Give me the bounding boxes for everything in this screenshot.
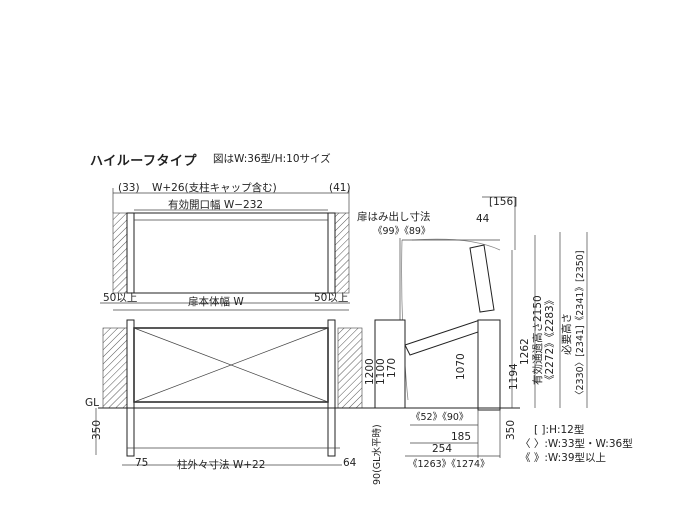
side-h-254: 254: [432, 443, 452, 455]
plan-overall-label: W+26(支柱キャップ含む): [152, 181, 277, 194]
elevation-view: GL 350 75 柱外々寸法 W+22 64: [85, 319, 368, 471]
diagram-title: ハイルーフタイプ: [90, 154, 197, 169]
side-required-label: 必要高さ: [560, 313, 573, 355]
diagram-subtitle: 図はW:36型/H:10サイズ: [213, 153, 331, 165]
plan-left-wall: [112, 212, 128, 294]
side-v-1200: 1200: [364, 358, 376, 385]
elev-gl-label: GL: [85, 397, 99, 409]
side-v-170: 170: [386, 358, 398, 378]
side-gl-level: 90(GL水平時): [371, 424, 383, 485]
plan-right-cap-label: (41): [329, 182, 351, 194]
side-h-1263-1274: 《1263》《1274》: [408, 459, 490, 470]
elev-post-spacing-label: 柱外々寸法 W+22: [177, 458, 265, 471]
side-clearance-alt: 《2272》《2283》: [544, 295, 556, 385]
side-door-raised: [469, 244, 495, 313]
side-v-1100: 1100: [375, 358, 387, 385]
legend-item-w39: 《 》:W:39型以上: [520, 451, 606, 464]
plan-left-cap-label: (33): [118, 182, 140, 194]
plan-right-wall: [334, 212, 350, 294]
side-h-52-90: 《52》《90》: [411, 412, 468, 423]
elev-left-post: [126, 319, 135, 457]
side-wall-block: [374, 319, 406, 409]
side-v-1262: 1262: [519, 338, 531, 365]
elev-right-offset-label: 64: [343, 457, 357, 469]
plan-right-post: [327, 212, 336, 294]
side-v-1070: 1070: [455, 353, 467, 380]
elev-left-offset-label: 75: [135, 457, 148, 469]
legend-item-h12: [ ]:H:12型: [534, 423, 584, 436]
plan-min-left-label: 50以上: [103, 292, 137, 304]
plan-door-panel: [133, 212, 329, 294]
plan-door-width-label: 扉本体幅 W: [188, 295, 244, 308]
side-clearance-label: 有効通過高さ2150: [531, 295, 544, 385]
side-v-1194: 1194: [508, 363, 520, 390]
legend-item-w33-36: 〈 〉:W:33型・W:36型: [520, 437, 633, 450]
side-v-350: 350: [505, 420, 517, 440]
elev-right-post: [327, 319, 336, 457]
plan-left-post: [126, 212, 135, 294]
elev-depth-label: 350: [91, 420, 103, 440]
side-top-156: [156]: [489, 196, 517, 208]
side-section-view: 扉はみ出し寸法 《99》《89》 [156] 44 1200 1100 170 …: [357, 196, 588, 485]
plan-opening-width-label: 有効開口幅 W−232: [168, 198, 263, 211]
side-top-44: 44: [476, 213, 490, 225]
side-required-alt: 〈2330〉[2341]《2341》[2350]: [575, 250, 586, 400]
side-door-lowered: [404, 319, 485, 356]
side-h-185: 185: [451, 431, 471, 443]
side-post: [477, 319, 501, 411]
plan-view: (33) W+26(支柱キャップ含む) (41) 有効開口幅 W−232 50以…: [100, 181, 351, 311]
plan-min-right-label: 50以上: [314, 292, 348, 304]
elev-right-wall: [337, 327, 363, 409]
legend: [ ]:H:12型 〈 〉:W:33型・W:36型 《 》:W:39型以上: [520, 423, 633, 464]
elev-left-wall: [102, 327, 128, 409]
side-swing-values: 《99》《89》: [373, 226, 430, 237]
side-swing-title: 扉はみ出し寸法: [357, 210, 431, 223]
